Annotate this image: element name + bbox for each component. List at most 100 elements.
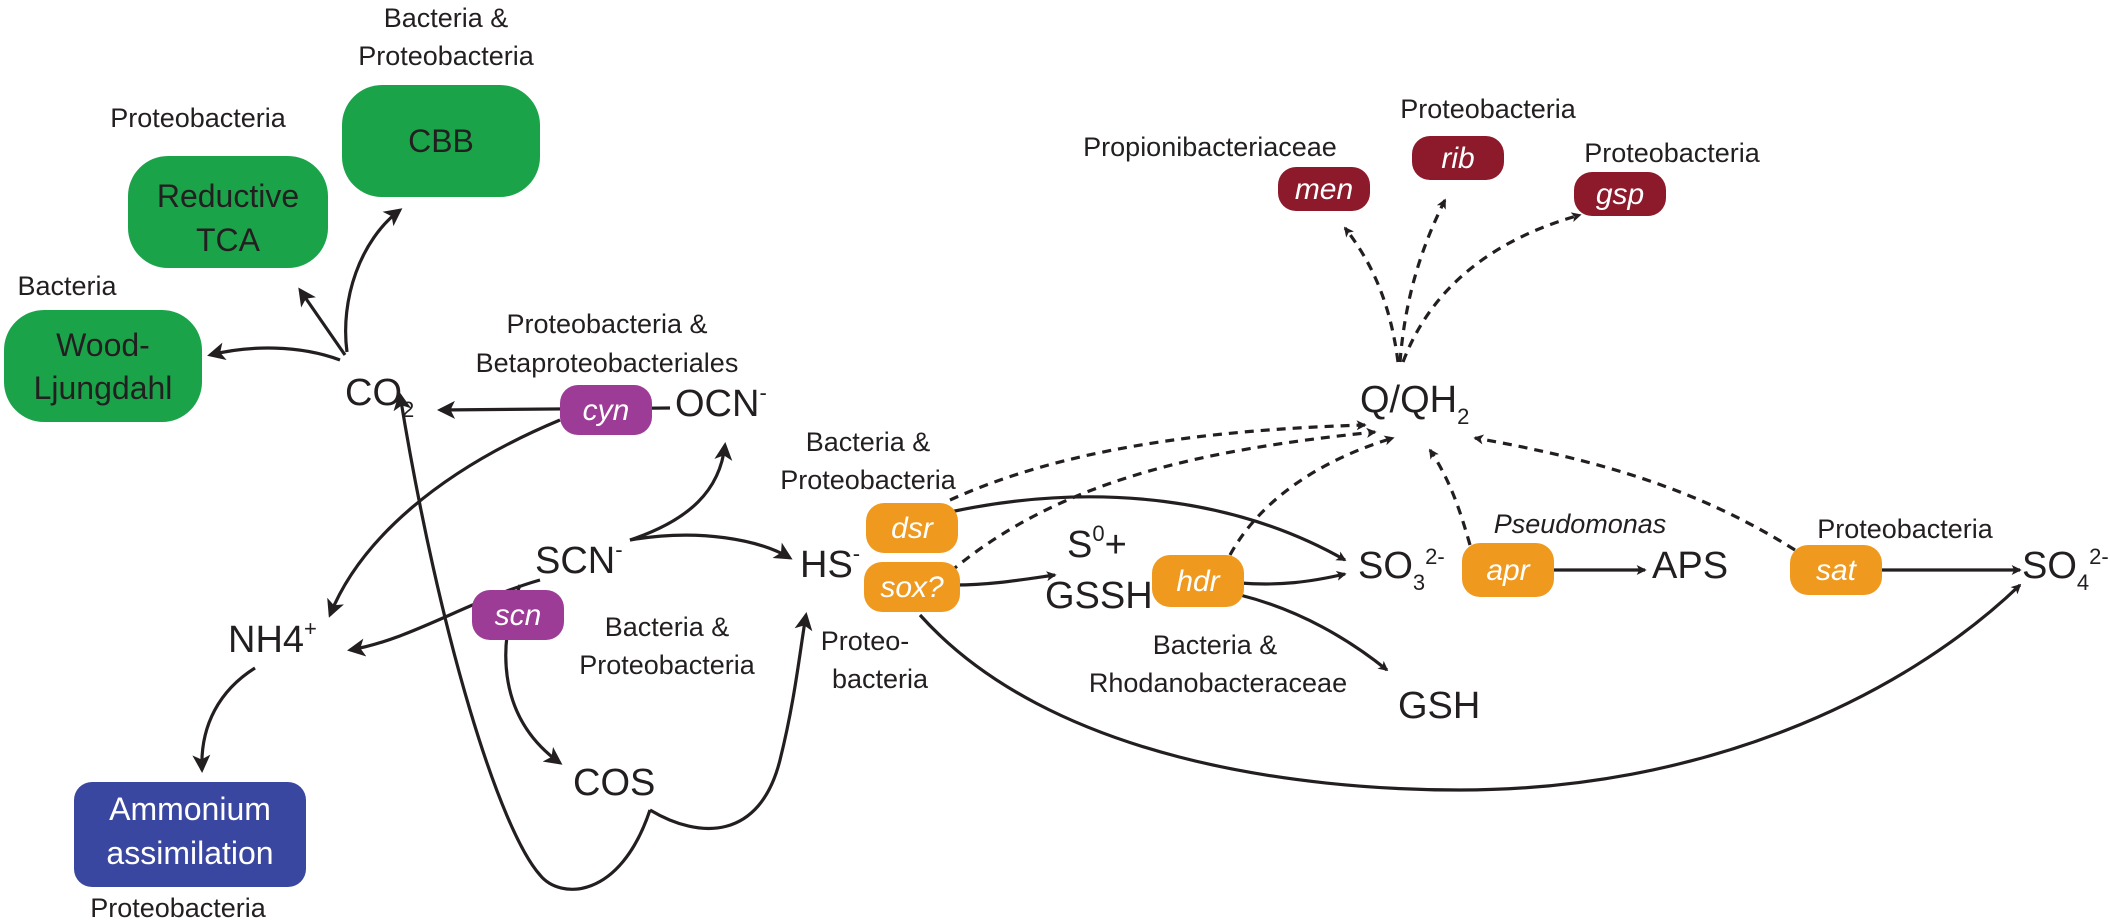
pathway-ammonium: Ammonium assimilation Proteobacteria — [74, 782, 306, 922]
hdr-label: hdr — [1176, 565, 1220, 598]
arrow-dsr-so3 — [949, 495, 1347, 562]
taxon-labels: Proteobacteria & Betaproteobacteriales B… — [476, 94, 1994, 698]
rib-pill — [1412, 136, 1504, 180]
men-pill — [1278, 167, 1370, 211]
compound-nh4: NH4+ — [228, 616, 317, 661]
gene-men: men — [1278, 167, 1370, 211]
gsp-taxon: Proteobacteria — [1584, 138, 1761, 168]
dash-hdr-q — [1228, 435, 1395, 556]
rib-label: rib — [1441, 142, 1474, 175]
gene-dsr: dsr — [866, 503, 958, 553]
gsp-label: gsp — [1596, 178, 1644, 211]
pathway-wl: Wood- Ljungdahl Bacteria — [4, 271, 202, 422]
compound-co2: CO2 — [345, 372, 414, 422]
sat-label: sat — [1816, 554, 1858, 587]
ammonium-taxon: Proteobacteria — [90, 893, 267, 922]
cbb-box — [342, 85, 540, 197]
rib-taxon: Proteobacteria — [1400, 94, 1577, 124]
arrow-scn-ocn — [629, 442, 733, 542]
arrow-cos-hs — [649, 612, 813, 830]
gene-sox: sox? — [864, 562, 960, 612]
wl-box — [4, 310, 202, 422]
gene-hdr: hdr — [1152, 555, 1244, 607]
sox-pill — [864, 562, 960, 612]
hdr-pill — [1152, 555, 1244, 607]
arrow-cyn-nh4 — [327, 418, 561, 618]
ammonium-label-line2: assimilation — [106, 835, 273, 871]
arrows-dashed — [948, 198, 1796, 574]
arrow-scn-nh4 — [347, 578, 541, 657]
pathway-cbb: CBB Bacteria & Proteobacteria — [342, 3, 540, 197]
compound-gssh: GSSH — [1045, 575, 1153, 617]
men-taxon: Propionibacteriaceae — [1083, 132, 1337, 162]
gene-apr: apr — [1462, 543, 1554, 597]
cbb-taxon-line2: Proteobacteria — [358, 41, 535, 71]
hdr-taxon-line2: Rhodanobacteraceae — [1089, 668, 1347, 698]
rtca-box — [128, 156, 328, 268]
apr-pill — [1462, 543, 1554, 597]
arrow-cos-co2 — [393, 392, 652, 891]
apr-taxon: Pseudomonas — [1494, 509, 1667, 539]
compound-gsh: GSH — [1398, 685, 1480, 727]
arrow-sox-s0 — [954, 571, 1057, 587]
compound-hs: HS- — [800, 541, 860, 586]
cbb-taxon-line1: Bacteria & — [384, 3, 509, 33]
gene-rib: rib — [1412, 136, 1504, 180]
cyn-label: cyn — [583, 394, 630, 427]
scn-taxon-line1: Bacteria & — [605, 612, 730, 642]
compound-cos: COS — [573, 762, 655, 804]
gene-sat: sat — [1790, 545, 1882, 595]
dsr-taxon-line2: Proteobacteria — [780, 465, 957, 495]
arrow-co2-rtca — [298, 287, 347, 356]
dash-sox-q — [948, 427, 1377, 574]
gene-gsp: gsp — [1574, 172, 1666, 216]
compound-aps: APS — [1652, 545, 1728, 587]
dsr-label: dsr — [891, 512, 934, 545]
rtca-label-line1: Reductive — [157, 178, 299, 214]
gene-cyn: cyn — [560, 385, 652, 435]
scn-label: scn — [495, 599, 542, 632]
cyn-taxon-line2: Betaproteobacteriales — [476, 348, 739, 378]
cbb-label: CBB — [408, 123, 474, 159]
sox-label: sox? — [880, 571, 944, 604]
wl-label-line2: Ljungdahl — [34, 370, 173, 406]
cyn-taxon-line1: Proteobacteria & — [506, 309, 707, 339]
dash-sat-q — [1473, 434, 1796, 552]
compound-scn: SCN- — [535, 537, 623, 582]
compound-qqh2: Q/QH2 — [1360, 379, 1469, 429]
sox-taxon-line2: bacteria — [832, 664, 929, 694]
men-label: men — [1295, 173, 1353, 206]
arrows-solid — [192, 208, 2022, 891]
scn-pill — [472, 590, 564, 640]
sat-taxon: Proteobacteria — [1817, 514, 1994, 544]
compound-s0: S0+ — [1067, 521, 1127, 566]
arrow-co2-wl — [207, 342, 341, 362]
sox-taxon-line1: Proteo- — [821, 626, 910, 656]
arrow-hdr-so3 — [1239, 570, 1347, 586]
arrow-nh4-assim — [192, 666, 256, 773]
compound-ocn: OCN- — [675, 380, 767, 425]
sat-pill — [1790, 545, 1882, 595]
scn-taxon-line2: Proteobacteria — [579, 650, 756, 680]
compound-so3: SO32- — [1358, 544, 1445, 595]
pathway-rtca: Reductive TCA Proteobacteria — [110, 103, 328, 268]
gene-scn: scn — [472, 590, 564, 640]
gsp-pill — [1574, 172, 1666, 216]
wl-label-line1: Wood- — [56, 327, 150, 363]
wl-taxon: Bacteria — [17, 271, 117, 301]
dash-apr-q — [1428, 448, 1472, 546]
hdr-taxon-line1: Bacteria & — [1153, 630, 1278, 660]
rtca-taxon: Proteobacteria — [110, 103, 287, 133]
arrow-scn-hs — [629, 533, 793, 560]
dsr-taxon-line1: Bacteria & — [806, 427, 931, 457]
dsr-pill — [866, 503, 958, 553]
dash-q-men — [1343, 226, 1400, 363]
arrow-sox-so4 — [918, 583, 2022, 792]
ammonium-label-line1: Ammonium — [109, 791, 271, 827]
ammonium-box — [74, 782, 306, 887]
rtca-label-line2: TCA — [196, 222, 261, 258]
dash-dsr-q — [949, 420, 1367, 502]
cyn-pill — [560, 385, 652, 435]
apr-label: apr — [1486, 554, 1530, 587]
